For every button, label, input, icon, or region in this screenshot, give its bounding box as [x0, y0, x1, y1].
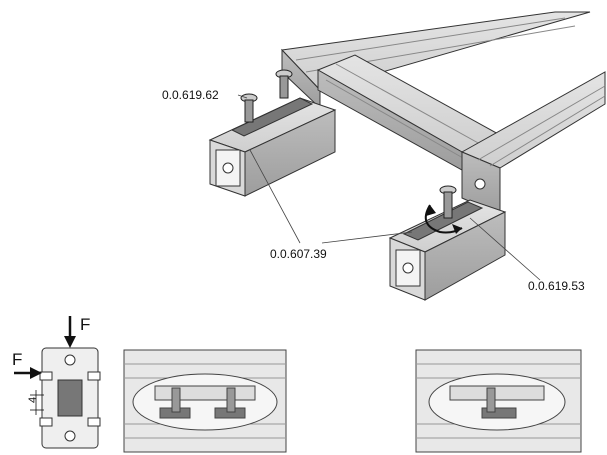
rotate-arrow-icon — [424, 204, 463, 234]
force-arrow-right-icon — [14, 367, 42, 379]
section-view-right — [415, 349, 582, 453]
profile-cross-section — [39, 347, 101, 449]
force-label-vertical: F — [80, 315, 90, 334]
dimension-marker — [30, 390, 44, 415]
force-arrow-down-icon — [64, 316, 76, 348]
section-view-left — [123, 349, 287, 453]
label-0-0-607-39: 0.0.607.39 — [270, 247, 327, 261]
label-0-0-619-62: 0.0.619.62 — [162, 88, 219, 102]
profile-left-end — [208, 97, 337, 197]
profile-right-end — [388, 199, 507, 301]
profile-cross — [316, 54, 502, 171]
leader-lines — [237, 94, 541, 281]
screw-icon — [439, 185, 457, 219]
profile-right — [460, 71, 606, 216]
screw-icon — [275, 69, 293, 99]
dimension-label: 4 — [27, 397, 39, 403]
screw-icon — [240, 93, 258, 123]
label-0-0-619-53: 0.0.619.53 — [528, 279, 585, 293]
force-label-horizontal: F — [12, 350, 22, 369]
